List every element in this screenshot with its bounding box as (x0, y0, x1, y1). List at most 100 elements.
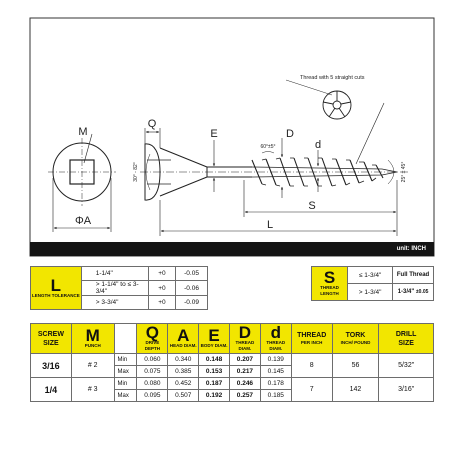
d-max: 0.145 (259, 365, 292, 378)
header-screw-size: SCREW SIZE (30, 323, 72, 354)
header-m: M PUNCH (70, 323, 115, 354)
header-d-lower: d THREAD DIAM. (259, 323, 292, 354)
header-e-sub: BODY DIAM. (200, 343, 228, 348)
table-row: > 3-3/4" +0 -0.09 (31, 295, 208, 310)
phi-a-dimension (52, 178, 112, 232)
punch-cell: # 3 (70, 377, 115, 402)
header-drill: DRILL SIZE (378, 323, 434, 354)
label-d-upper: D (286, 128, 294, 140)
thread-length-tol: ±0.05 (415, 289, 429, 295)
tolerance-range: > 3-3/4" (80, 295, 149, 310)
tip-angle-arc (387, 159, 395, 185)
table-row: S THREAD LENGTH ≤ 1-3/4" Full Thread (310, 266, 434, 301)
header-thread-sub: PER INCH (300, 340, 323, 345)
label-phi-a: ΦA (75, 215, 92, 227)
thread-length-range: ≤ 1-3/4" (347, 266, 394, 284)
label-q: Q (148, 118, 157, 130)
punch-cell: # 2 (70, 353, 115, 378)
d-max: 0.185 (259, 389, 292, 402)
max-label: Max (113, 389, 138, 402)
e-max: 0.153 (198, 365, 230, 378)
head-angle-arc (145, 153, 151, 191)
m-leader (83, 133, 93, 164)
length-letter: L (50, 275, 62, 295)
tork-value: 142 (331, 377, 380, 402)
label-head-angle: 30° - 82° (133, 162, 139, 182)
min-label: Min (113, 377, 138, 390)
thread-per-inch: 7 (290, 377, 333, 402)
header-d-upper-letter: D (238, 323, 252, 342)
header-a-letter: A (177, 326, 190, 345)
length-tolerance-header: L LENGTH TOLERANCE (30, 266, 82, 310)
thread-cut-end-view (322, 90, 352, 120)
max-label: Max (113, 365, 138, 378)
thread-note-leader (285, 79, 333, 96)
tolerance-minus: -0.09 (175, 295, 208, 310)
thread-length-table: S THREAD LENGTH ≤ 1-3/4" Full Thread > 1… (310, 266, 434, 301)
drill-size: 3/16" (378, 377, 434, 402)
header-a-sub: HEAD DIAM. (169, 343, 197, 348)
header-a: A HEAD DIAM. (167, 323, 200, 354)
tolerance-plus: +0 (147, 295, 177, 310)
thread-length-range: > 1-3/4" (347, 283, 394, 301)
header-drill-sub: SIZE (398, 339, 414, 347)
thread-length-value: 1-3/4" (397, 289, 415, 295)
tolerance-minus: -0.06 (175, 280, 208, 296)
a-min: 0.340 (167, 353, 200, 366)
header-d-lower-sub: THREAD DIAM. (266, 340, 286, 351)
header-tork-sub: INCH/ POUND (340, 340, 371, 345)
q-min: 0.080 (136, 377, 169, 390)
tolerance-minus: -0.05 (175, 266, 208, 281)
header-m-letter: M (85, 326, 100, 345)
dd-max: 0.257 (228, 389, 261, 402)
label-thread-note: Thread with 5 straight cuts (300, 75, 365, 81)
tolerance-plus: +0 (147, 280, 177, 296)
thread-angle-arc (261, 151, 275, 154)
thread-length-value-cell: 1-3/4" ±0.05 (392, 283, 434, 301)
table-row: Max 0.095 0.507 0.192 0.257 0.185 (31, 389, 434, 402)
unit-label: unit: INCH (396, 246, 426, 252)
label-m: M (78, 126, 87, 138)
header-drill-label: DRILL (395, 330, 417, 338)
q-min: 0.060 (136, 353, 169, 366)
table-row: 3/16 # 2 Min 0.060 0.340 0.148 0.207 0.1… (30, 353, 434, 378)
length-caption: LENGTH TOLERANCE (32, 292, 80, 298)
thread-length-caption: THREAD LENGTH (320, 285, 339, 296)
thread-length-header: S THREAD LENGTH (310, 266, 349, 301)
q-dimension (144, 128, 161, 148)
header-q-sub: DRIVE DEPTH (144, 340, 160, 351)
q-max: 0.075 (136, 365, 169, 378)
tolerance-plus: +0 (147, 266, 177, 281)
table-row: > 1-1/4" to ≤ 3-3/4" +0 -0.06 (31, 280, 208, 296)
label-tip-angle: 25° ± 45° (401, 162, 407, 183)
header-thread: THREAD PER INCH (290, 323, 333, 354)
header-q: Q DRIVE DEPTH (136, 323, 169, 354)
d-min: 0.139 (259, 353, 292, 366)
head-top-view (48, 138, 116, 206)
header-tork-label: TORK (345, 332, 366, 339)
table-header-row: SCREW SIZE M PUNCH Q DRIVE DEPTH A HEAD … (30, 323, 434, 354)
a-min: 0.452 (167, 377, 200, 390)
header-d-upper-sub: THREAD DIAM. (235, 340, 255, 351)
unit-bar: unit: INCH (30, 242, 434, 256)
header-thread-label: THREAD (297, 332, 327, 339)
label-e: E (210, 128, 217, 140)
q-max: 0.095 (136, 389, 169, 402)
label-d-lower: d (315, 139, 321, 151)
l-dimension (159, 200, 397, 236)
dd-min: 0.246 (228, 377, 261, 390)
s-dimension (243, 180, 398, 236)
label-l: L (267, 219, 273, 231)
a-max: 0.385 (167, 365, 200, 378)
table-row: 1/4 # 3 Min 0.080 0.452 0.187 0.246 0.17… (30, 377, 434, 402)
size-cell: 1/4 (30, 377, 72, 402)
e-max: 0.192 (198, 389, 230, 402)
e-min: 0.148 (198, 353, 230, 366)
d-min: 0.178 (259, 377, 292, 390)
tolerance-range: 1-1/4" (80, 266, 149, 281)
header-q-letter: Q (145, 323, 159, 342)
header-blank (113, 323, 138, 354)
thread-length-value: Full Thread (392, 266, 434, 284)
thread-cut-leader (355, 102, 385, 165)
